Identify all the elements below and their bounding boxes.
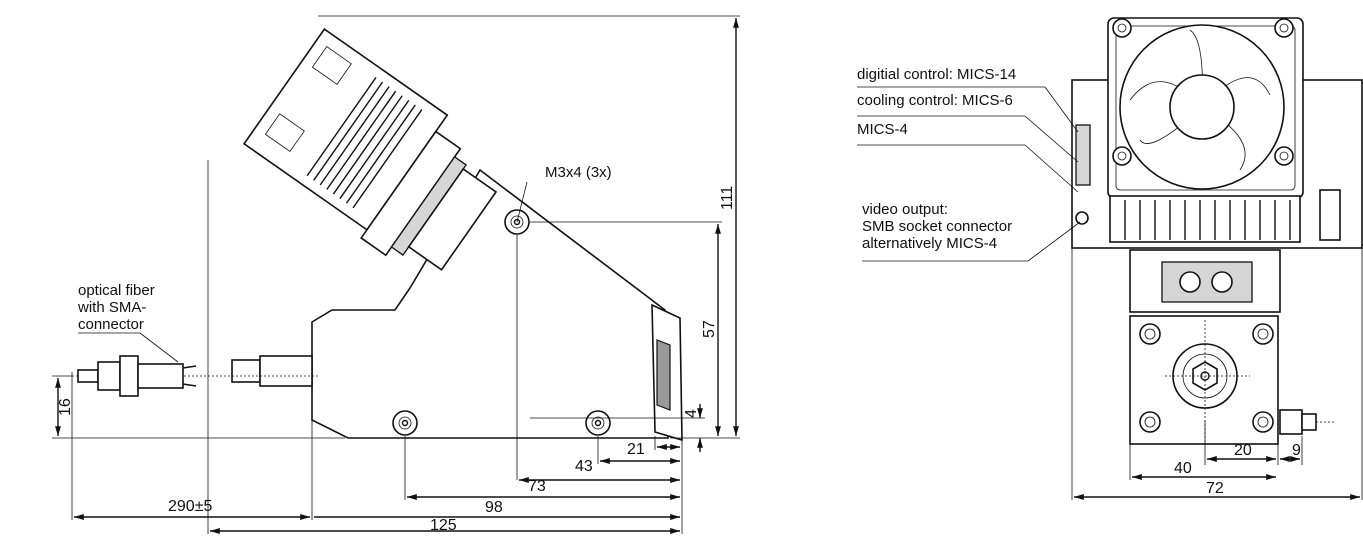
dim-21: 21 xyxy=(627,441,645,458)
corner-screws xyxy=(1112,18,1294,166)
lens-barrel xyxy=(259,355,313,387)
label-cooling-control: cooling control: MICS-6 xyxy=(857,92,1013,109)
fiber-connector xyxy=(72,355,320,397)
label-video-line3: alternatively MICS-4 xyxy=(862,235,997,252)
plate-slot xyxy=(656,339,671,411)
label-video-line1: video output: xyxy=(862,201,948,218)
label-mics4: MICS-4 xyxy=(857,121,908,138)
dim-98: 98 xyxy=(485,499,503,516)
front-view: 20 9 40 72 digitial control: MICS-14 coo… xyxy=(857,17,1363,500)
dim-40: 40 xyxy=(1174,460,1192,477)
fiber-label-line1: optical fiber xyxy=(78,282,155,299)
smb-connector xyxy=(1075,211,1089,225)
dim-125: 125 xyxy=(430,517,457,534)
dim-57: 57 xyxy=(701,320,718,338)
dim-9: 9 xyxy=(1292,442,1301,459)
side-connectors xyxy=(1075,124,1091,186)
dim-4: 4 xyxy=(683,409,700,418)
lens-tube xyxy=(231,359,261,383)
fan-hub xyxy=(1169,74,1235,140)
right-fiber xyxy=(1279,409,1303,435)
dim-72: 72 xyxy=(1206,480,1224,497)
dim-111: 111 xyxy=(719,186,736,210)
dim-73: 73 xyxy=(528,478,546,495)
fiber-label-line3: connector xyxy=(78,316,144,333)
side-dimension-lines xyxy=(52,15,740,534)
dim-16: 16 xyxy=(57,398,74,416)
dim-290: 290±5 xyxy=(168,498,212,515)
cooler-assembly xyxy=(242,27,498,271)
dim-43: 43 xyxy=(575,458,593,475)
fiber-label-line2: with SMA- xyxy=(77,299,146,316)
right-connector xyxy=(1319,189,1341,241)
dim-20: 20 xyxy=(1234,442,1252,459)
label-digital-control: digitial control: MICS-14 xyxy=(857,66,1016,83)
label-video-line2: SMB socket connector xyxy=(862,218,1012,235)
side-housing xyxy=(311,168,669,439)
side-view: M3x4 (3x) optical fiber with SMA- connec… xyxy=(52,15,740,534)
front-heatsink xyxy=(1109,195,1301,243)
heatsink-fins xyxy=(306,77,423,209)
front-dimension-lines xyxy=(1071,248,1363,500)
body-screws xyxy=(1139,323,1274,433)
screw-label: M3x4 (3x) xyxy=(545,164,612,181)
